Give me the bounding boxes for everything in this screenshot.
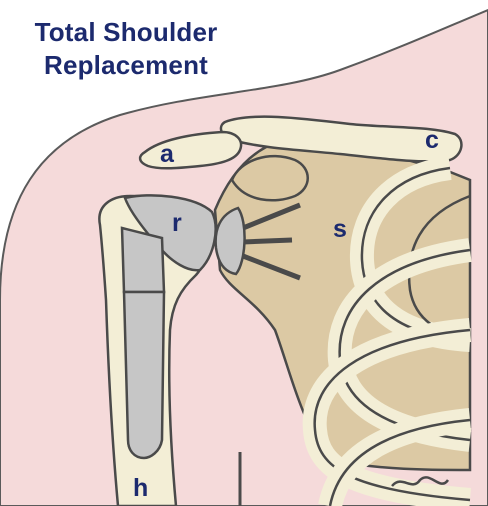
title-line-2: Replacement bbox=[0, 49, 252, 82]
humeral-stem bbox=[122, 228, 164, 292]
humeral-stem-shaft bbox=[124, 292, 164, 458]
title-line-1: Total Shoulder bbox=[0, 16, 252, 49]
label-clavicle: c bbox=[425, 128, 439, 153]
label-scapula: s bbox=[333, 217, 347, 242]
label-acromion: a bbox=[160, 142, 174, 167]
label-humeral-head: r bbox=[172, 211, 182, 236]
diagram-title: Total Shoulder Replacement bbox=[0, 16, 252, 82]
label-humerus: h bbox=[133, 476, 148, 501]
